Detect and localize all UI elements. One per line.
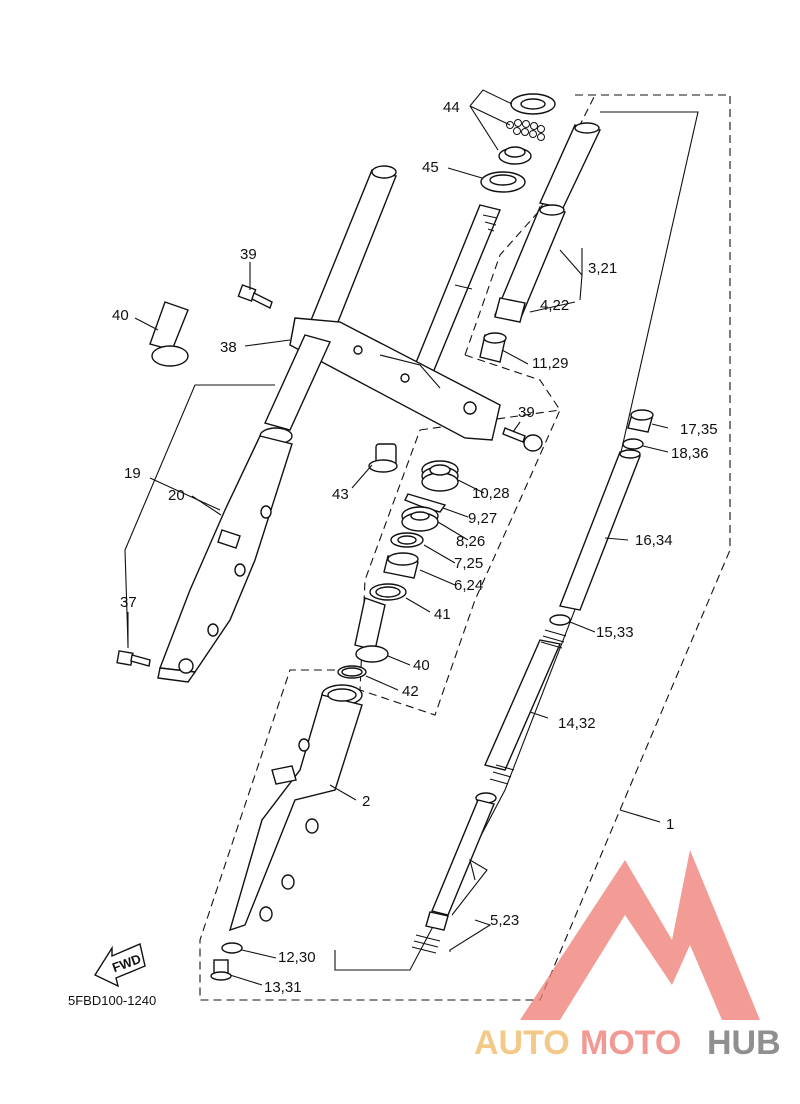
watermark-auto: AUTO bbox=[474, 1024, 570, 1062]
guide-40-left bbox=[149, 301, 189, 367]
label-38: 38 bbox=[220, 339, 237, 356]
label-37: 37 bbox=[120, 594, 137, 611]
washer-15 bbox=[549, 614, 571, 626]
fork-tube-left bbox=[304, 165, 397, 343]
bearing-44 bbox=[498, 93, 556, 165]
label-15-33: 15,33 bbox=[596, 624, 634, 641]
label-3-21: 3,21 bbox=[588, 260, 617, 277]
label-43: 43 bbox=[332, 486, 349, 503]
watermark-hub: HUB bbox=[707, 1024, 781, 1062]
damper-rod-5 bbox=[411, 792, 497, 954]
cap-bolt-17 bbox=[627, 409, 654, 433]
group-outline-under-bracket bbox=[464, 354, 561, 411]
label-45: 45 bbox=[422, 159, 439, 176]
label-7-25: 7,25 bbox=[454, 555, 483, 572]
fork-assembly-left bbox=[157, 334, 331, 683]
label-8-26: 8,26 bbox=[456, 533, 485, 550]
label-2: 2 bbox=[362, 793, 370, 810]
bolt-37 bbox=[116, 650, 151, 667]
washer-7 bbox=[390, 532, 424, 548]
watermark-moto: MOTO bbox=[580, 1024, 681, 1062]
label-13-31: 13,31 bbox=[264, 979, 302, 996]
group-outline-seal-kit bbox=[359, 409, 561, 716]
oil-seal-10 bbox=[421, 460, 459, 492]
outer-tube-2 bbox=[228, 684, 363, 932]
label-10-28: 10,28 bbox=[472, 485, 510, 502]
cap-tube-3 bbox=[494, 122, 602, 323]
bearing-45 bbox=[480, 171, 526, 193]
dust-seal-8 bbox=[401, 506, 439, 532]
diagram-code: 5FBD100-1240 bbox=[68, 993, 156, 1008]
guide-40-right bbox=[354, 597, 389, 663]
label-42: 42 bbox=[402, 683, 419, 700]
bushing-6 bbox=[383, 552, 419, 579]
o-ring-42 bbox=[337, 665, 367, 679]
automotohub-logo bbox=[520, 850, 760, 1035]
label-5-23: 5,23 bbox=[490, 912, 519, 929]
label-19: 19 bbox=[124, 465, 141, 482]
drain-bolt-13 bbox=[210, 959, 232, 981]
label-12-30: 12,30 bbox=[278, 949, 316, 966]
label-14-32: 14,32 bbox=[558, 715, 596, 732]
under-bracket bbox=[289, 317, 501, 441]
collar-11 bbox=[479, 332, 507, 363]
label-41: 41 bbox=[434, 606, 451, 623]
label-4-22: 4,22 bbox=[540, 297, 569, 314]
label-40-left: 40 bbox=[112, 307, 129, 324]
leader-bracket-19 bbox=[124, 384, 275, 646]
spring-14 bbox=[484, 629, 567, 785]
leader-lines bbox=[127, 89, 669, 986]
label-11-29: 11,29 bbox=[532, 355, 568, 372]
label-18-36: 18,36 bbox=[671, 445, 709, 462]
label-17-35: 17,35 bbox=[680, 421, 718, 438]
label-1: 1 bbox=[666, 816, 674, 833]
label-44: 44 bbox=[443, 99, 460, 116]
leader-group-1 bbox=[334, 111, 699, 971]
bolt-39-right bbox=[502, 427, 543, 452]
washer-12 bbox=[221, 942, 243, 954]
fwd-arrow-icon: FWD bbox=[93, 943, 146, 988]
label-9-27: 9,27 bbox=[468, 510, 497, 527]
label-40-right: 40 bbox=[413, 657, 430, 674]
o-ring-18 bbox=[622, 438, 644, 450]
label-39-upper: 39 bbox=[240, 246, 257, 263]
ring-41 bbox=[369, 583, 407, 601]
label-6-24: 6,24 bbox=[454, 577, 483, 594]
label-20: 20 bbox=[168, 487, 185, 504]
spacer-16 bbox=[559, 449, 641, 611]
label-16-34: 16,34 bbox=[635, 532, 673, 549]
label-39-right: 39 bbox=[518, 404, 535, 421]
bolt-39-upper bbox=[237, 284, 273, 309]
group-outline-upper bbox=[464, 209, 541, 356]
nut-43 bbox=[368, 443, 398, 473]
